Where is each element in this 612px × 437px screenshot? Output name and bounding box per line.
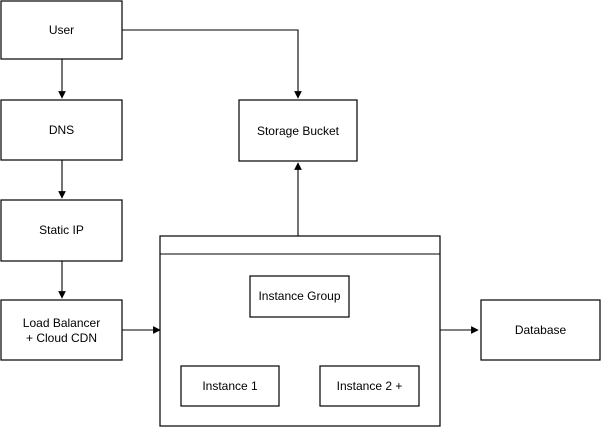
node-storage-bucket: Storage Bucket: [238, 99, 358, 162]
node-instance-1: Instance 1: [180, 365, 280, 407]
node-instance-2-label: Instance 2 +: [337, 379, 403, 393]
node-database: Database: [480, 299, 601, 361]
node-storage-bucket-label: Storage Bucket: [257, 124, 340, 138]
node-instance-2: Instance 2 +: [319, 365, 420, 407]
node-dns: DNS: [0, 99, 123, 161]
node-instance-group-label: Instance Group: [258, 289, 340, 303]
node-database-label: Database: [515, 323, 567, 337]
node-static-ip-label: Static IP: [39, 223, 84, 237]
node-user: User: [0, 0, 123, 60]
node-user-label: User: [49, 23, 74, 37]
node-instance-1-label: Instance 1: [202, 379, 258, 393]
node-load-balancer: Load Balancer + Cloud CDN: [0, 299, 123, 361]
node-load-balancer-label-line2: + Cloud CDN: [26, 331, 97, 345]
node-load-balancer-label-line1: Load Balancer: [23, 316, 100, 330]
node-static-ip: Static IP: [0, 199, 123, 262]
node-instance-group: Instance Group: [249, 275, 350, 318]
node-dns-label: DNS: [49, 123, 74, 137]
edge-user-storage-bucket: [122, 29, 302, 99]
